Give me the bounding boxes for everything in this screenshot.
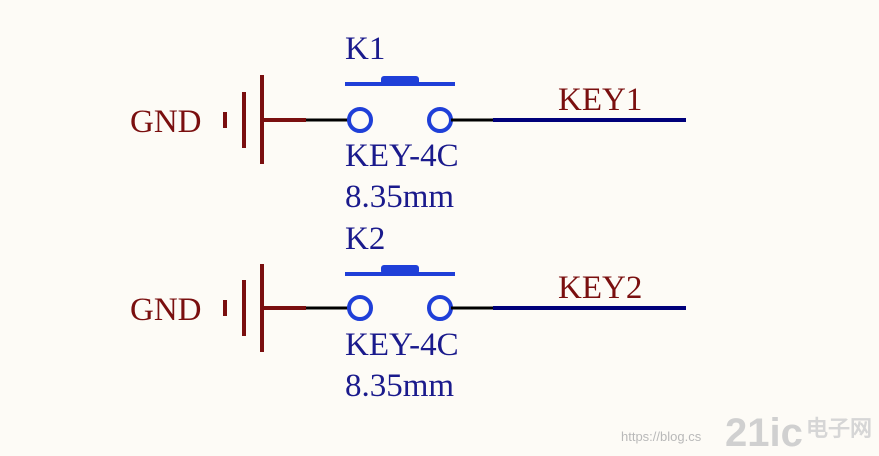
net-label-key2: KEY2 <box>558 270 642 306</box>
footprint-label-1: KEY-4C <box>345 138 459 174</box>
gnd-label-2: GND <box>130 292 202 328</box>
net-label-key1: KEY1 <box>558 82 642 118</box>
designator-k1: K1 <box>345 31 385 67</box>
ground-symbol-icon <box>223 75 306 164</box>
key2-circuit: GND K2 KEY-4C 8.35mm KEY2 <box>130 221 686 404</box>
watermark-logo: 21ic <box>725 411 803 455</box>
watermark: https://blog.cs 21ic 电子网 <box>621 411 872 455</box>
footprint-label-2: KEY-4C <box>345 327 459 363</box>
gnd-label-1: GND <box>130 104 202 140</box>
ground-symbol-icon <box>223 264 306 352</box>
push-button-switch-icon <box>345 76 455 133</box>
size-label-2: 8.35mm <box>345 368 454 404</box>
watermark-url: https://blog.cs <box>621 429 702 444</box>
size-label-1: 8.35mm <box>345 179 454 215</box>
watermark-cn: 电子网 <box>806 416 872 441</box>
key1-circuit: GND K1 KEY-4C 8.35mm KEY1 <box>130 31 686 215</box>
push-button-switch-icon <box>345 265 455 321</box>
designator-k2: K2 <box>345 221 385 257</box>
